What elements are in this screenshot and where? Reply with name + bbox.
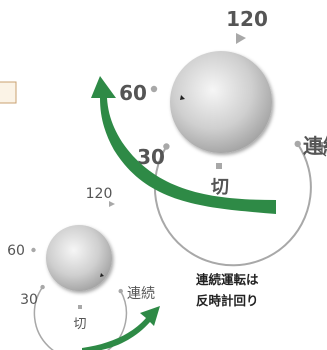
- large-label-120: 120: [226, 7, 268, 31]
- large-label-continuous: 連続: [303, 134, 327, 158]
- small-dial-scale-ring: [33, 286, 128, 350]
- large-dial-arrowhead: [236, 33, 246, 44]
- note-line-2: 反時計回り: [196, 293, 259, 308]
- large-dial-tick-continuous: [294, 140, 301, 148]
- large-arrow-shape: [91, 76, 276, 214]
- small-timer-knob[interactable]: [46, 225, 112, 291]
- large-label-60: 60: [119, 81, 147, 105]
- small-dial-arrowhead: [109, 201, 115, 207]
- large-ccw-arrow: [91, 76, 276, 214]
- small-label-off: 切: [73, 317, 86, 332]
- small-arrow-shape: [82, 306, 160, 350]
- small-dial: 120 60 30 切 連続: [7, 186, 155, 350]
- small-label-30: 30: [20, 292, 38, 308]
- small-label-60: 60: [7, 243, 25, 259]
- large-timer-knob[interactable]: [170, 51, 272, 153]
- small-dial-tick-off: [78, 305, 82, 309]
- large-label-off: 切: [211, 177, 229, 198]
- small-label-120: 120: [86, 186, 113, 202]
- small-dial-tick-60: [31, 247, 36, 253]
- large-dial: 120 60 30 切 連続: [119, 7, 327, 267]
- small-dial-tick-30: [40, 284, 45, 290]
- large-dial-tick-60: [150, 85, 158, 93]
- large-dial-tick-30: [163, 143, 170, 150]
- edge-box: [0, 81, 17, 104]
- small-dial-tick-continuous: [118, 288, 123, 294]
- note-line-1: 連続運転は: [196, 272, 259, 287]
- large-knob-pointer: [180, 95, 185, 100]
- small-ccw-arrow: [82, 306, 160, 350]
- small-label-continuous: 連続: [127, 285, 155, 302]
- large-dial-tick-off: [216, 163, 222, 169]
- edge-glyph: [317, 142, 327, 157]
- small-knob-pointer: [100, 273, 104, 277]
- large-dial-scale-ring: [153, 143, 312, 267]
